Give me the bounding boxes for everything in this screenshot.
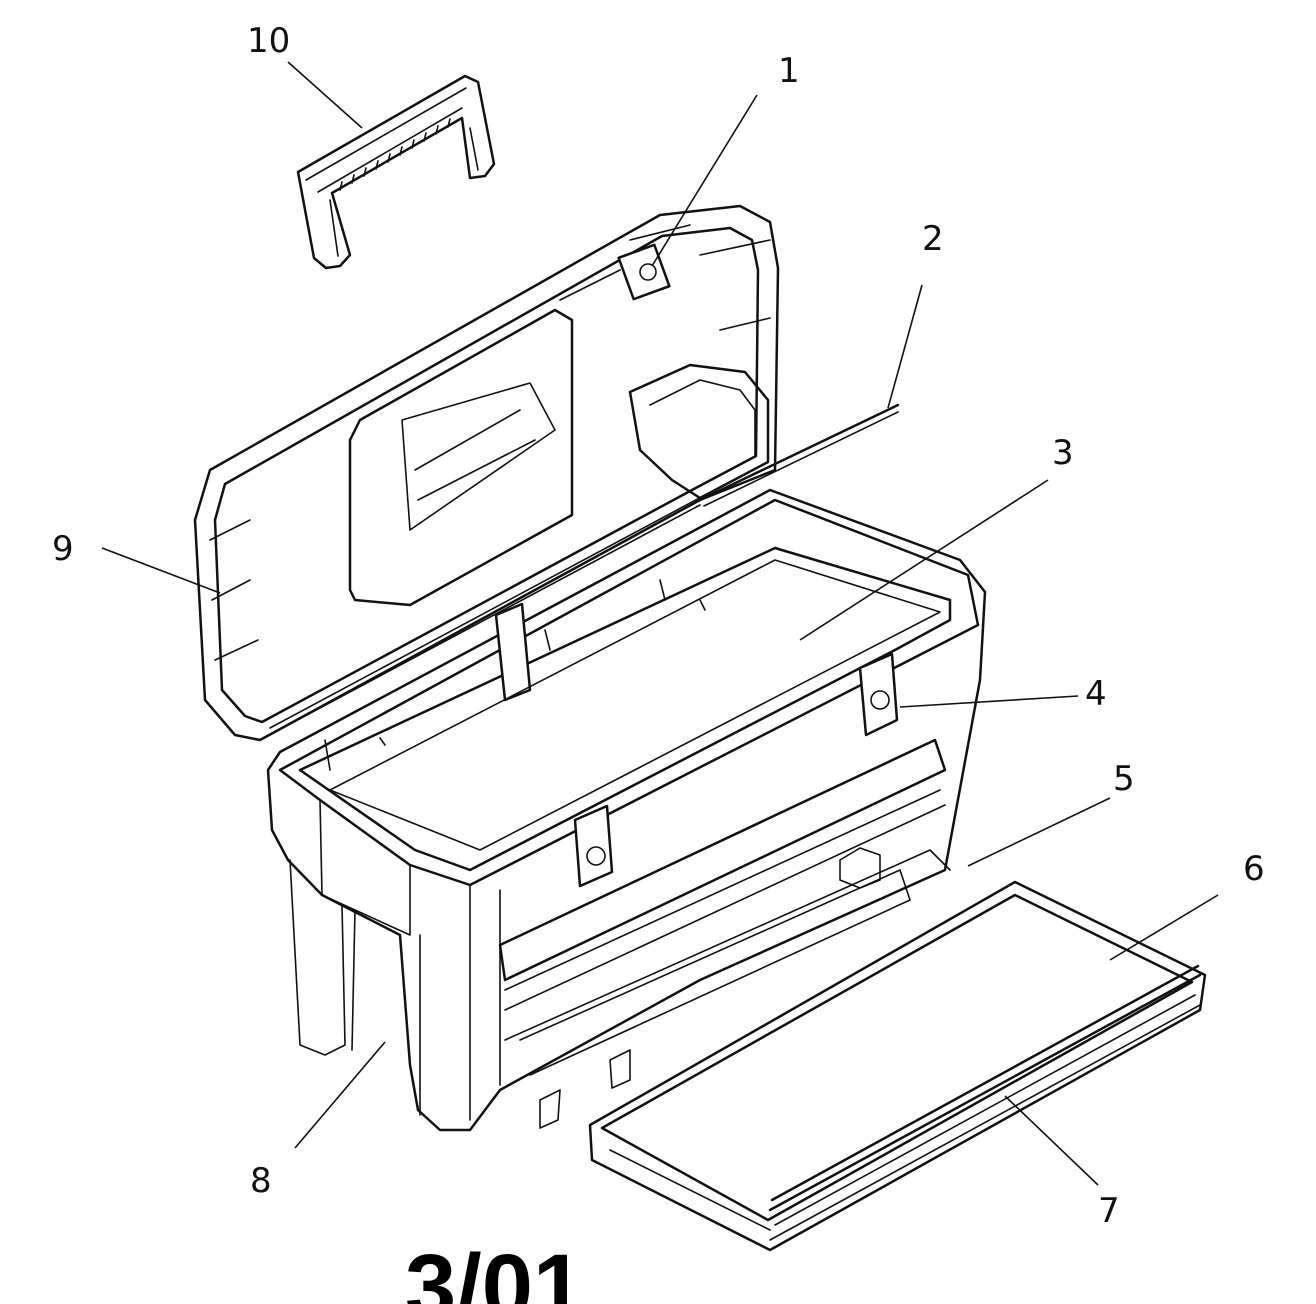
leader-lines <box>101 61 1219 1186</box>
callout-1: 1 <box>778 51 800 91</box>
revision-code: 3/01 <box>405 1236 584 1304</box>
callout-5: 5 <box>1113 759 1135 799</box>
lid-part <box>193 204 780 742</box>
callout-4: 4 <box>1085 674 1107 714</box>
callout-9: 9 <box>52 529 74 569</box>
callout-6: 6 <box>1243 849 1265 889</box>
hinge-pin-part <box>698 403 900 507</box>
callout-8: 8 <box>250 1161 272 1201</box>
callout-7: 7 <box>1098 1191 1120 1231</box>
handle-part <box>296 74 496 270</box>
box-latch-part <box>494 602 899 888</box>
box-body-part <box>266 488 987 1132</box>
callout-2: 2 <box>922 219 944 259</box>
callout-labels: 10 1 2 3 9 4 5 6 8 7 <box>52 21 1265 1231</box>
callout-3: 3 <box>1052 433 1074 473</box>
drawer-part <box>588 880 1207 1252</box>
callout-10: 10 <box>247 21 290 61</box>
tray-panel-part <box>329 559 941 851</box>
